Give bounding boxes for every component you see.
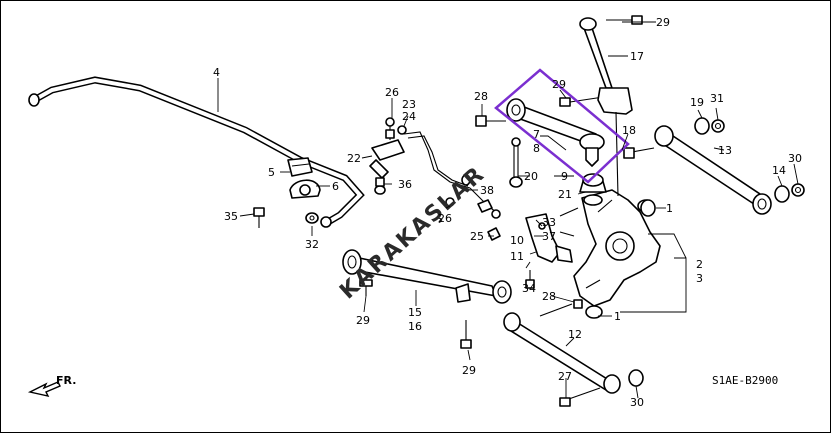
callout-28-lower: 28 [542, 290, 556, 303]
callout-28-upper: 28 [474, 90, 488, 103]
callout-31: 31 [710, 92, 724, 105]
callout-24: 24 [402, 110, 416, 123]
callout-labels: 4 5 6 35 32 26 23 24 22 36 26 38 15 16 2… [213, 16, 802, 409]
callout-35: 35 [224, 210, 238, 223]
callout-14: 14 [772, 164, 786, 177]
front-label: FR. [56, 374, 76, 387]
callout-2: 2 [696, 258, 703, 271]
bushing-holder [289, 179, 321, 199]
callout-4: 4 [213, 66, 220, 79]
stabilizer-bar [28, 76, 365, 228]
callout-34: 34 [522, 282, 536, 295]
callout-33: 33 [542, 216, 556, 229]
callout-12: 12 [568, 328, 582, 341]
callout-36: 36 [398, 178, 412, 191]
callout-1-upper: 1 [666, 202, 673, 215]
compensator-arm [525, 213, 575, 263]
knuckle-bushings [640, 199, 656, 217]
callout-5: 5 [268, 166, 275, 179]
callout-8: 8 [533, 142, 540, 155]
callout-22: 22 [347, 152, 361, 165]
lower-arm-12 [503, 299, 644, 407]
callout-15: 15 [408, 306, 422, 319]
nut-32 [305, 212, 319, 224]
stabilizer-bushing [287, 157, 313, 177]
callout-30-bottom: 30 [630, 396, 644, 409]
sensor-link-rod [403, 131, 501, 219]
callout-11: 11 [510, 250, 524, 263]
diagram-code: S1AE-B2900 [712, 374, 778, 387]
lower-arm-15-16 [342, 249, 512, 304]
callout-29-top: 29 [656, 16, 670, 29]
trailing-arm-13 [623, 117, 805, 215]
callout-13: 13 [718, 144, 732, 157]
callout-1-lower: 1 [614, 310, 621, 323]
callout-29-bottom: 29 [462, 364, 476, 377]
callout-30-right: 30 [788, 152, 802, 165]
bolt-28-upper [475, 115, 506, 127]
callout-18: 18 [622, 124, 636, 137]
callout-29-upperarm: 29 [552, 78, 566, 91]
callout-9: 9 [561, 170, 568, 183]
callout-26-upper: 26 [385, 86, 399, 99]
callout-37: 37 [542, 230, 556, 243]
callout-16: 16 [408, 320, 422, 333]
upper-bracket-17 [579, 15, 643, 197]
callout-32: 32 [305, 238, 319, 251]
callout-25: 25 [470, 230, 484, 243]
misc-fasteners [375, 129, 579, 289]
callout-21: 21 [558, 188, 572, 201]
upper-arm-7-8 [506, 95, 611, 167]
callout-29-lowerleft: 29 [356, 314, 370, 327]
callout-23: 23 [402, 98, 416, 111]
callout-26-lower: 26 [438, 212, 452, 225]
front-arrow-icon: FR. [27, 374, 76, 398]
callout-27: 27 [558, 370, 572, 383]
callout-3: 3 [696, 272, 703, 285]
callout-19: 19 [690, 96, 704, 109]
callout-20: 20 [524, 170, 538, 183]
flange-bolt-35 [253, 207, 265, 228]
highlight-box [494, 68, 630, 184]
callout-10: 10 [510, 234, 524, 247]
callout-6: 6 [332, 180, 339, 193]
leader-lines [217, 21, 799, 399]
callout-7: 7 [533, 128, 540, 141]
bolt-29-lower [460, 320, 472, 349]
callout-17: 17 [630, 50, 644, 63]
callout-38: 38 [480, 184, 494, 197]
